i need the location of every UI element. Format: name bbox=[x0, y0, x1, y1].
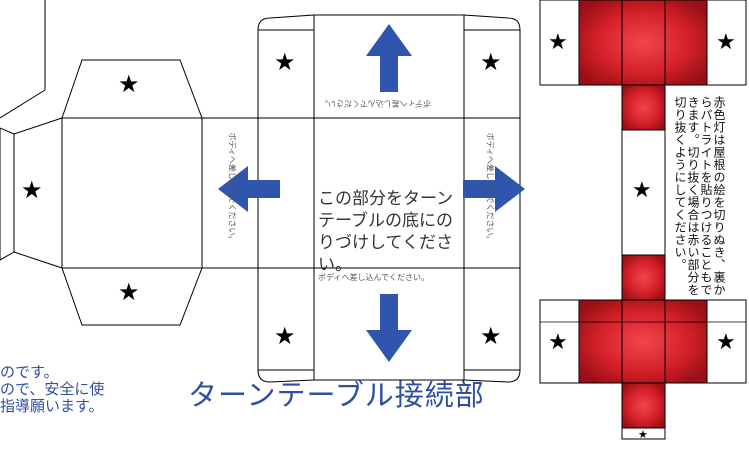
star-icon: ★ bbox=[118, 278, 140, 306]
center-main-panel bbox=[313, 117, 465, 269]
star-icon: ★ bbox=[548, 30, 568, 55]
flap-label-left: ボディへ差し込んでください。 bbox=[227, 132, 237, 244]
star-icon: ★ bbox=[716, 30, 736, 55]
left-note: のです。 ので、安全に使 指導願います。 bbox=[0, 364, 170, 415]
section-title: ターンテーブル接続部 bbox=[188, 378, 485, 412]
arrow-right-icon bbox=[463, 166, 525, 212]
left-base-panel bbox=[61, 117, 203, 269]
side-note: 赤色灯は屋根の絵を切りぬき、裏からパトライトを貼りつけることもできます。切り抜く… bbox=[673, 96, 726, 296]
center-bottom-flap-left bbox=[257, 267, 315, 371]
lightbar-mid-red-top bbox=[621, 84, 666, 131]
star-icon: ★ bbox=[638, 428, 648, 441]
left-box-net bbox=[0, 59, 259, 326]
left-note-line: ので、安全に使 bbox=[0, 380, 105, 398]
star-icon: ★ bbox=[480, 48, 502, 76]
center-instruction: この部分をターンテーブルの底にのりづけしてください。 bbox=[318, 189, 454, 275]
arrow-down-icon bbox=[366, 294, 412, 362]
lightbar-top-star-panel-right bbox=[706, 0, 747, 86]
center-bottom-flap-right bbox=[463, 267, 521, 371]
lightbar-bottom-star-panel-left bbox=[539, 299, 580, 384]
lightbar-mid-white bbox=[621, 129, 666, 256]
star-icon: ★ bbox=[480, 322, 502, 350]
lightbar-top-red-panel bbox=[578, 0, 708, 86]
flap-label-top: ボディへ差し込んでください。 bbox=[320, 99, 432, 108]
right-lightbar-net bbox=[539, 0, 747, 440]
star-icon: ★ bbox=[21, 176, 43, 204]
flap-label-bottom: ボディへ差し込んでください。 bbox=[318, 273, 430, 282]
star-icon: ★ bbox=[274, 322, 296, 350]
flap-label-right: ボディへ差し込んでください。 bbox=[485, 132, 495, 244]
lightbar-bottom-red-panel bbox=[578, 299, 708, 384]
left-note-line: のです。 bbox=[0, 363, 59, 381]
lightbar-tail-tab bbox=[621, 427, 666, 440]
lightbar-bottom-star-panel-right bbox=[706, 299, 747, 384]
left-edge-tab bbox=[0, 127, 15, 261]
arrow-left-icon bbox=[218, 166, 280, 212]
star-icon: ★ bbox=[274, 48, 296, 76]
star-icon: ★ bbox=[632, 178, 652, 203]
left-note-line: 指導願います。 bbox=[0, 397, 104, 415]
star-icon: ★ bbox=[716, 330, 736, 355]
lightbar-mid-red-bottom bbox=[621, 254, 666, 301]
cut-line bbox=[0, 0, 46, 119]
star-icon: ★ bbox=[548, 330, 568, 355]
arrow-up-icon bbox=[366, 24, 412, 92]
star-icon: ★ bbox=[118, 70, 140, 98]
lightbar-tail-red bbox=[621, 382, 666, 429]
